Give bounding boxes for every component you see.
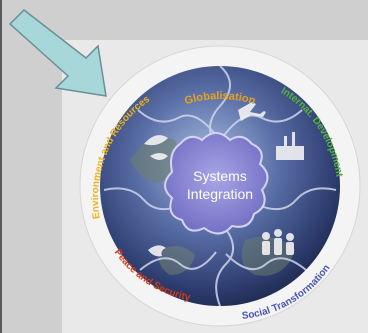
crane-icon [276,132,304,160]
pointer-arrow-icon [8,9,107,97]
center-label-line1: Systems [193,168,247,184]
systems-integration-diagram: Systems Integration Globalisation Intern… [79,45,361,327]
leaf-icon [144,135,168,146]
leaf-icon [150,153,168,160]
ring-label-globalisation: Globalisation [183,90,257,107]
center-label-line2: Integration [187,186,253,202]
dove-icon [148,245,166,257]
center-puzzle-piece [164,132,269,235]
airplane-icon [238,102,266,121]
people-icon [262,229,294,255]
